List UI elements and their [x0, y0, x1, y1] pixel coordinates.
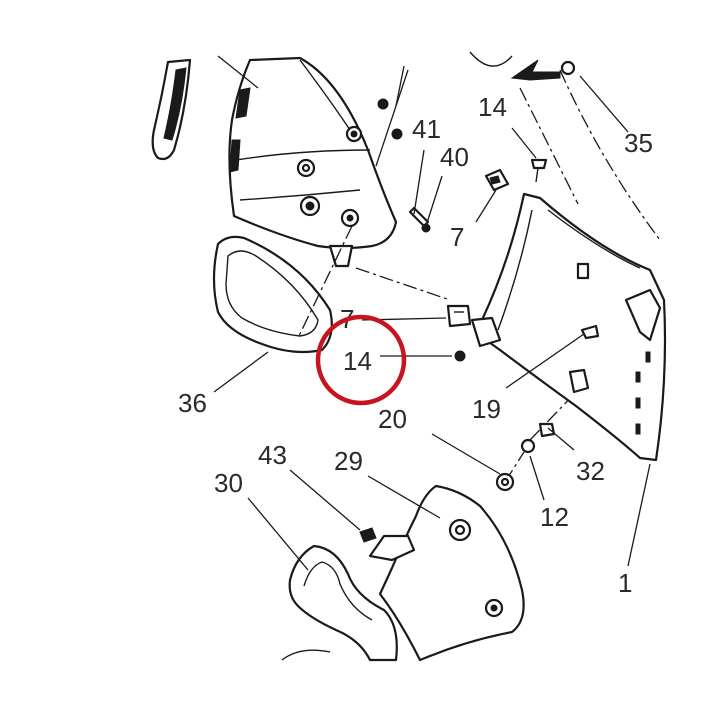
callout-36: 36 [178, 388, 207, 418]
screw-19 [580, 324, 600, 340]
clip-lower [446, 304, 472, 328]
vent-panel [212, 235, 333, 354]
grommet-12 [520, 438, 536, 454]
callout-19: 19 [472, 394, 501, 424]
assembly-line [519, 87, 579, 205]
callout-labels: 14 35 41 40 7 7 14 36 19 20 32 12 43 29 … [178, 92, 653, 598]
assembly-line [297, 225, 353, 339]
screw-14-top [530, 158, 548, 183]
screws-top [377, 98, 431, 233]
callout-41: 41 [412, 114, 441, 144]
lower-cover-panel [359, 484, 525, 662]
side-bracket-assembly [470, 192, 667, 462]
direction-arrow [510, 59, 561, 81]
washer-20-inner [500, 477, 510, 487]
nut-14 [454, 350, 466, 362]
upper-fairing-panel [228, 56, 398, 268]
clip-32 [538, 368, 590, 438]
callout-40: 40 [440, 142, 469, 172]
assembly-line [355, 267, 451, 301]
leader-lines [213, 55, 651, 571]
callout-12: 12 [540, 502, 569, 532]
washer-35 [560, 60, 576, 76]
callout-43: 43 [258, 440, 287, 470]
top-round-part [469, 51, 513, 67]
highlight-circle [315, 314, 407, 406]
callout-32: 32 [576, 456, 605, 486]
callout-29: 29 [334, 446, 363, 476]
callout-20: 20 [378, 404, 407, 434]
callout-35: 35 [624, 128, 653, 158]
lower-left-trim [281, 544, 398, 662]
left-trim-strip [151, 58, 192, 161]
callout-7-upper: 7 [450, 222, 464, 252]
callout-14-top: 14 [478, 92, 507, 122]
callout-30: 30 [214, 468, 243, 498]
callout-1: 1 [618, 568, 632, 598]
clip-upper [484, 168, 510, 192]
callout-14-highlighted: 14 [343, 346, 372, 376]
